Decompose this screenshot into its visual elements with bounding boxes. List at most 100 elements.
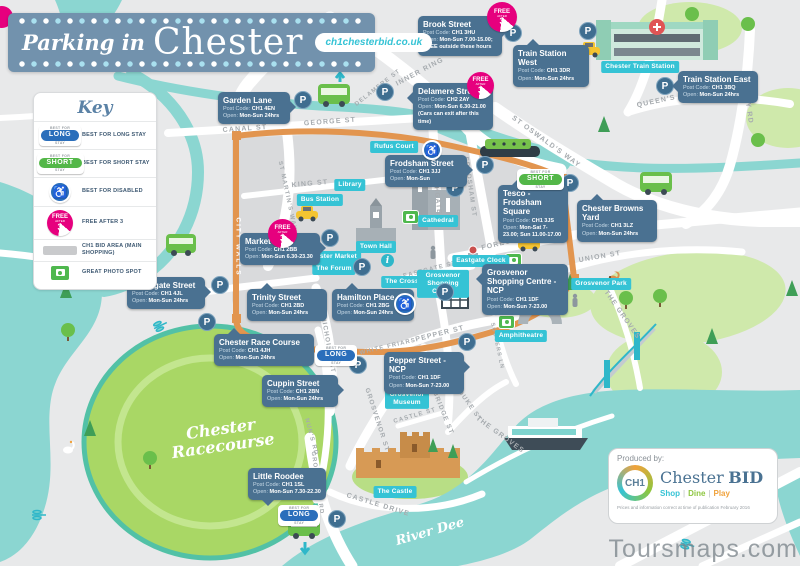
key-row-disabled: ♿ BEST FOR DISABLED bbox=[34, 176, 156, 206]
train-station-building bbox=[596, 19, 718, 60]
parking-marker-icon: P bbox=[353, 258, 371, 276]
postcode-line: Post Code: CH1 2BG bbox=[337, 303, 390, 310]
postcode-line: Post Code: CH1 3JS bbox=[503, 217, 555, 224]
hours-line: Open: Mon-Sun bbox=[390, 176, 431, 183]
bus-icon bbox=[166, 234, 196, 256]
hours-line: Open: Mon-Sun 24hrs bbox=[252, 310, 309, 317]
parking-name: Tesco - Frodsham Square bbox=[503, 189, 542, 217]
postcode-line: Post Code: CH1 3LZ bbox=[582, 223, 634, 230]
parking-name: Little Roodee bbox=[253, 472, 304, 481]
place-label-amphitheatre: Amphitheatre bbox=[494, 329, 548, 343]
parking-name: Trinity Street bbox=[252, 293, 301, 302]
page-title-script: Parking in bbox=[22, 30, 145, 55]
header-banner: Parking in Chester ch1chesterbid.co.uk bbox=[8, 13, 433, 72]
parking-name: Frodsham Street bbox=[390, 159, 454, 168]
parking-marker-icon: P bbox=[328, 510, 346, 528]
parking-name: Market bbox=[245, 237, 271, 246]
postcode-line: Post Code: CH1 4JL bbox=[132, 291, 183, 298]
ch1-logo: CH1 bbox=[617, 465, 653, 501]
parking-name: Grosvenor Shopping Centre - NCP bbox=[487, 268, 557, 296]
hours-line: Open: Mon-Sun 7.00-15.00; FREE outside t… bbox=[423, 37, 493, 51]
disabled-parking-icon: ♿ bbox=[422, 140, 442, 160]
parking-name: Train Station East bbox=[683, 75, 751, 84]
parking-callout-delamere-street: Delamere Street Post Code: CH2 2AY Open:… bbox=[407, 83, 493, 130]
hours-line: Open: Mon-Sun 6.30-23.30 bbox=[245, 254, 313, 261]
parking-name: Hamilton Place bbox=[337, 293, 395, 302]
parking-name: Garden Lane bbox=[223, 96, 272, 105]
parking-name: Cuppin Street bbox=[267, 379, 320, 388]
parking-callout-trinity-street: Trinity Street Post Code: CH1 2BD Open: … bbox=[247, 282, 327, 322]
swan-icon bbox=[63, 440, 75, 454]
place-label-the-castle: The Castle bbox=[373, 485, 417, 499]
postcode-line: Post Code: CH1 3HU bbox=[423, 30, 476, 37]
place-label-chester-train-station: Chester Train Station bbox=[601, 60, 679, 74]
place-label-library: Library bbox=[334, 178, 366, 192]
parking-marker-icon: P bbox=[476, 156, 494, 174]
hours-line: Open: Mon-Sun 7.30-22.30 bbox=[253, 489, 321, 496]
header-dots bbox=[18, 60, 365, 68]
postcode-line: Post Code: CH1 2BD bbox=[252, 303, 305, 310]
taxi-icon bbox=[296, 206, 318, 222]
parking-marker-icon: P bbox=[436, 283, 454, 301]
postcode-line: Post Code: CH1 1DF bbox=[487, 296, 539, 303]
hours-line: Open: Mon-Sat 7-23.00; Sun 11.00-17.00 bbox=[503, 224, 562, 238]
postcode-line: Post Code: CH1 4EN bbox=[223, 106, 275, 113]
disabled-parking-icon: ♿ bbox=[49, 180, 71, 203]
brand-name: Chester BID bbox=[660, 468, 764, 487]
parking-callout-frodsham-street: Frodsham Street Post Code: CH1 3JJ Open:… bbox=[385, 155, 473, 188]
parking-marker-icon: P bbox=[294, 91, 312, 109]
parking-name: Watergate Street bbox=[132, 281, 196, 290]
place-label-the-forum: The Forum bbox=[312, 262, 356, 276]
parking-name: Chester Browns Yard bbox=[582, 204, 644, 223]
postcode-line: Post Code: CH2 2AY bbox=[418, 97, 470, 104]
hours-line: Open: Mon-Sun 24hrs bbox=[518, 75, 575, 82]
brand-tagline: Shop|Dine|Play bbox=[660, 489, 730, 498]
postcode-line: Post Code: CH1 2BB bbox=[245, 247, 298, 254]
parking-callout-garden-lane: Garden Lane Post Code: CH1 4EN Open: Mon… bbox=[218, 92, 296, 125]
parking-callout-watergate-street: Watergate Street Post Code: CH1 4JL Open… bbox=[127, 277, 211, 310]
hours-line: Open: Mon-Sun 7-23.00 bbox=[389, 382, 450, 389]
hours-line: Open: Mon-Sun 24hrs bbox=[219, 355, 276, 362]
bus-icon bbox=[318, 70, 350, 107]
photo-spot-icon bbox=[50, 264, 70, 281]
hours-line: Open: Mon-Sun 7-23.00 bbox=[487, 303, 548, 310]
place-label-grosvenor-museum: Grosvenor Museum bbox=[385, 388, 429, 410]
disabled-parking-icon: ♿ bbox=[394, 293, 416, 315]
publication-note: Prices and information correct at time o… bbox=[617, 505, 750, 510]
hours-line: Open: Mon-Sun 24hrs bbox=[582, 230, 639, 237]
header-dots bbox=[18, 17, 365, 25]
bid-area-swatch bbox=[43, 245, 77, 255]
bus-icon bbox=[640, 172, 672, 195]
website-pill: ch1chesterbid.co.uk bbox=[315, 33, 433, 52]
place-label-rufus-court: Rufus Court bbox=[370, 140, 418, 154]
postcode-line: Post Code: CH1 1DF bbox=[389, 375, 441, 382]
parking-callout-train-station-east: Train Station East Post Code: CH1 3BQ Op… bbox=[672, 71, 758, 104]
watermark: Toursmaps.com bbox=[608, 535, 798, 563]
hours-line: Open: Mon-Sun 6.30-21.00 (Cars can exit … bbox=[418, 104, 486, 125]
dragonfly-icon bbox=[32, 320, 695, 550]
key-row-bid-area: CH1 BID AREA (MAIN SHOPPING) bbox=[34, 238, 156, 261]
place-label-town-hall: Town Hall bbox=[355, 240, 397, 254]
parking-callout-chester-race-course: Chester Race Course Post Code: CH1 4JH O… bbox=[214, 327, 314, 367]
photo-spot-icon bbox=[498, 315, 515, 329]
postcode-line: Post Code: CH1 3BQ bbox=[683, 85, 736, 92]
key-title: Key bbox=[77, 98, 113, 118]
postcode-line: Post Code: CH1 3DR bbox=[518, 68, 571, 75]
parking-marker-icon: P bbox=[211, 276, 229, 294]
postcode-line: Post Code: CH1 2BN bbox=[267, 389, 320, 396]
suspension-bridge-icon bbox=[589, 323, 657, 397]
castle-building bbox=[356, 432, 460, 478]
hours-line: Open: Mon-Sun 24hrs bbox=[683, 92, 740, 99]
parking-callout-tesco-frodsham-square: Tesco - Frodsham Square Post Code: CH1 3… bbox=[498, 179, 568, 243]
place-label-grosvenor-park: Grosvenor Park bbox=[571, 277, 631, 291]
hours-line: Open: Mon-Sun 24hrs bbox=[223, 113, 280, 120]
